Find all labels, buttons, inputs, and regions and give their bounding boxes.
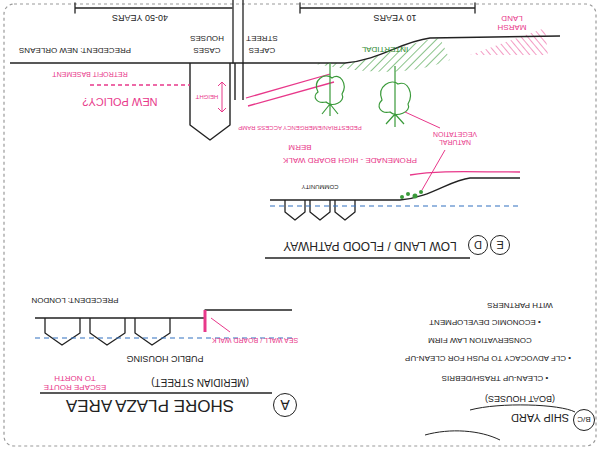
heading-underline <box>40 392 272 393</box>
node-letter: B/C <box>577 416 590 425</box>
vegetation-leaders <box>405 112 445 190</box>
sketch-label: PRECEDENT: LONDON <box>31 296 118 305</box>
sketch-label: 40-50 YEARS <box>112 12 168 22</box>
sketch-label: SHORE PLAZA AREA <box>66 396 234 415</box>
sketch-label: BERM <box>288 143 311 152</box>
sketch-label: WITH PARTNERS <box>487 301 552 310</box>
sketch-label: INTERTIDAL <box>362 45 409 54</box>
sketch-label: CASES <box>193 46 220 55</box>
main-section <box>10 36 560 140</box>
sketch-label: RETROFIT BASEMENT <box>52 70 127 78</box>
sketch-label: HOUSES <box>190 34 224 43</box>
sketch-label: SEA WALL / BOARD WALK <box>212 336 298 344</box>
node-letter: A <box>280 397 289 413</box>
sketch-label: • ECONOMIC DEVELOPMENT <box>429 318 541 327</box>
circled-letter: A <box>273 393 297 417</box>
shipyard-strokes <box>425 405 575 440</box>
circled-letter: B/C <box>573 409 595 431</box>
sketch-label: (BOAT HOUSES) <box>485 393 555 403</box>
sea-wall-leader <box>211 318 230 332</box>
retrofit-line <box>90 84 190 85</box>
marsh-hatch <box>470 28 548 55</box>
sketch-label: CONSERVATION LAW FIRM <box>428 336 532 345</box>
sketch-label: 10 YEARS <box>374 12 417 22</box>
sketch-label: STREET <box>246 34 278 43</box>
sketch-label: ESCAPE ROUTE TO NORTH <box>40 373 110 391</box>
circled-letter: E <box>490 235 510 255</box>
sketch-label: MARSH LAND <box>492 13 532 31</box>
height-arrow <box>218 82 226 112</box>
sketch-label: • CLF ADVOCACY TO PUSH FOR CLEAN-UP <box>405 354 571 363</box>
sketch-label: PUBLIC HOUSING <box>126 353 203 363</box>
sketch-label: COMMUNITY <box>302 184 339 191</box>
circled-letter: D <box>468 235 488 255</box>
sketch-label: PRECEDENT: NEW ORLEANS <box>19 46 131 55</box>
community-section <box>270 178 520 220</box>
ramp-lines <box>246 74 334 106</box>
sketch-label: NATURAL VEGETATION <box>425 130 485 145</box>
node-letter: E <box>496 239 503 251</box>
vegetation-dots <box>400 190 423 199</box>
sketch-label: (MERIDIAN STREET) <box>151 377 249 388</box>
node-letter: D <box>474 239 482 251</box>
sketch-label: CAFES <box>249 46 276 55</box>
trees <box>315 63 410 127</box>
sketch-label: NEW POLICY? <box>82 96 157 108</box>
sketch-label: PROMENADE - HIGH BOARD WALK <box>283 156 417 165</box>
sketch-label: PEDESTRIAN/EMERGENCY ACCESS RAMP <box>238 125 362 132</box>
water-line <box>270 205 520 206</box>
sketch-label: • CLEAN-UP TRASH/DEBRIS <box>442 374 549 383</box>
sketch-label: HEIGHT <box>196 94 219 101</box>
heading-underline <box>265 257 470 258</box>
sheet-border <box>4 4 596 446</box>
sea-wall <box>204 310 207 332</box>
sketch-label: SHIP YARD <box>511 412 569 424</box>
sketch-label: LOW LAND / FLOOD PATHWAY <box>283 238 457 251</box>
berm-line <box>410 172 520 175</box>
